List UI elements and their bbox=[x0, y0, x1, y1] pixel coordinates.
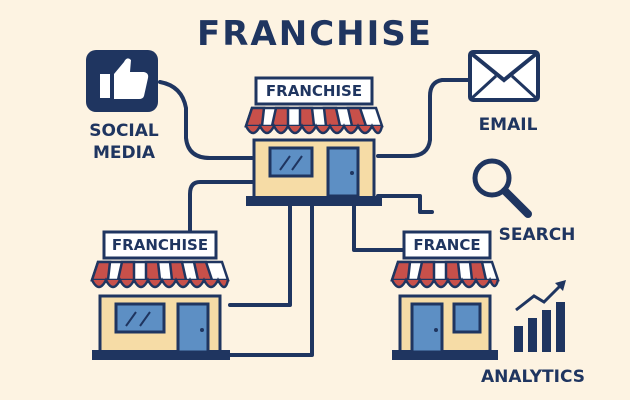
connector-email-to-main bbox=[376, 78, 470, 158]
magnifier-icon bbox=[472, 158, 532, 218]
store-main bbox=[244, 76, 384, 206]
connector-social-to-main bbox=[158, 80, 254, 160]
connector-main-to-search bbox=[376, 194, 434, 214]
connector-main-to-right bbox=[352, 194, 406, 252]
connector-main-to-left-lower bbox=[228, 194, 292, 307]
analytics-label: ANALYTICS bbox=[481, 367, 585, 387]
store-left bbox=[90, 230, 230, 360]
store-main-sign: FRANCHISE bbox=[265, 82, 363, 100]
connector-main-to-left-bottom bbox=[228, 194, 314, 357]
thumbs-up-icon bbox=[86, 50, 158, 112]
envelope-icon bbox=[468, 50, 540, 102]
diagram-title: FRANCHISE bbox=[197, 14, 433, 54]
social-media-label-line1: SOCIAL bbox=[89, 121, 159, 141]
email-label: EMAIL bbox=[478, 115, 538, 135]
store-right-sign: FRANCE bbox=[413, 236, 481, 254]
search-label: SEARCH bbox=[498, 225, 576, 245]
connector-main-to-left bbox=[188, 180, 284, 232]
social-media-label: SOCIAL MEDIA bbox=[64, 120, 184, 164]
connector-lines bbox=[158, 78, 470, 357]
bar-chart-icon bbox=[514, 280, 566, 352]
store-left-sign: FRANCHISE bbox=[111, 236, 209, 254]
social-media-label-line2: MEDIA bbox=[92, 143, 156, 163]
store-right bbox=[390, 230, 500, 360]
